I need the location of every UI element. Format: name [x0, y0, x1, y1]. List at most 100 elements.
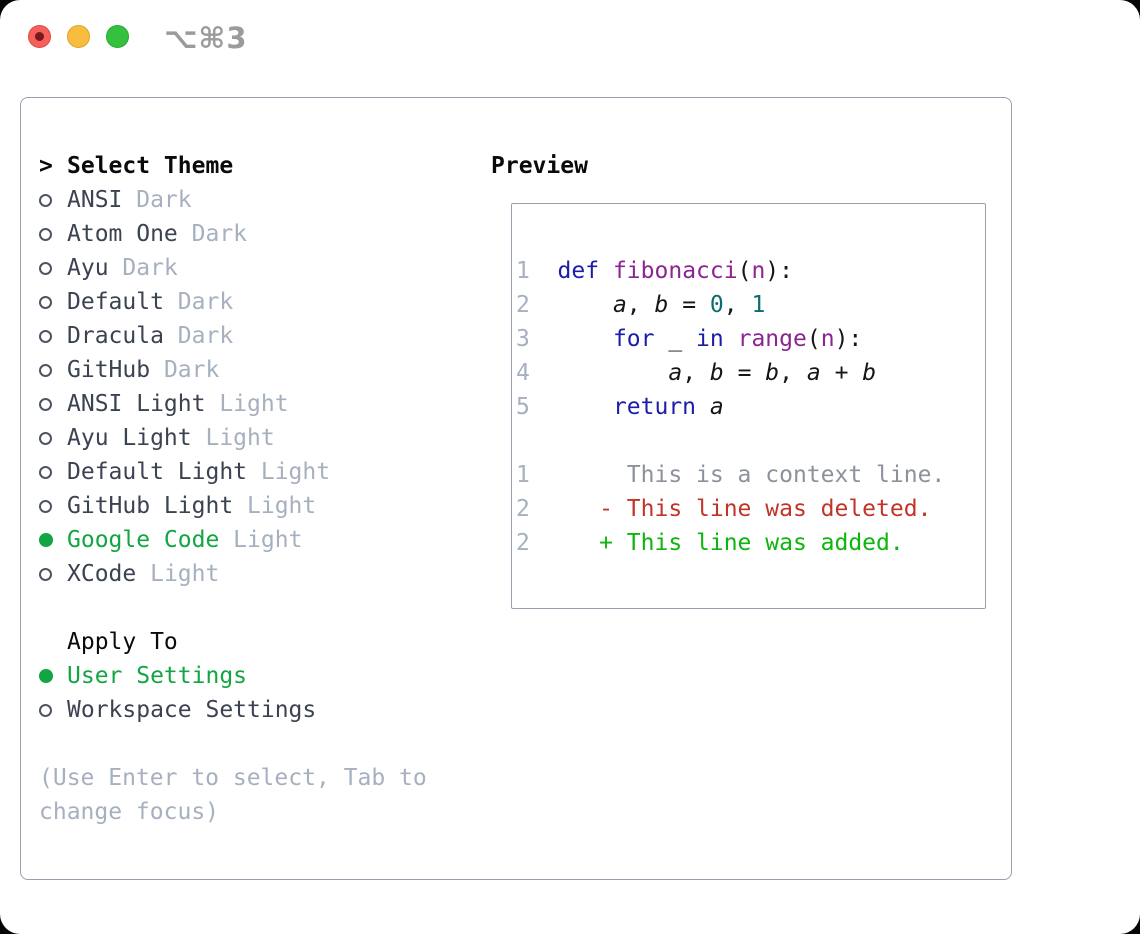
code-segment: fibonacci — [612, 258, 738, 284]
code-segment: ( — [806, 326, 821, 352]
radio-icon — [39, 431, 52, 445]
code-line: 2 a, b = 0, 1 — [516, 288, 985, 322]
option-label: Atom One — [67, 221, 178, 247]
code-segment: _ — [654, 326, 697, 352]
option-variant-label: Dark — [108, 255, 178, 281]
option-label: ANSI Light — [67, 391, 206, 417]
code-line: 1 def fibonacci(n): — [516, 254, 985, 288]
line-number: 2 — [516, 496, 558, 522]
radio-icon — [39, 465, 52, 479]
code-segment: - This line was deleted. — [557, 496, 932, 522]
code-line: 1 This is a context line. — [516, 458, 985, 492]
line-number: 2 — [516, 292, 558, 318]
radio-icon — [39, 261, 52, 275]
code-segment: a — [806, 360, 821, 386]
code-segment: return — [612, 394, 697, 420]
theme-option[interactable]: ANSI Dark — [39, 183, 489, 217]
option-label: Ayu Light — [67, 425, 192, 451]
code-segment: This is a context line. — [557, 462, 946, 488]
code-segment: b — [709, 360, 724, 386]
theme-option[interactable]: GitHub Dark — [39, 353, 489, 387]
code-segment: 1 — [751, 292, 766, 318]
option-variant-label: Light — [219, 527, 303, 553]
option-label: Workspace Settings — [67, 697, 317, 723]
code-segment — [558, 394, 613, 420]
spacer — [39, 727, 489, 761]
line-number: 4 — [516, 360, 558, 386]
code-segment — [558, 326, 613, 352]
radio-icon — [39, 703, 52, 717]
code-segment: in — [696, 326, 724, 352]
radio-icon — [39, 295, 52, 309]
radio-icon — [39, 227, 52, 241]
prompt-icon: > — [39, 153, 53, 179]
code-segment — [724, 326, 738, 352]
code-segment: b — [654, 292, 669, 318]
radio-icon — [39, 363, 52, 377]
code-segment: ( — [737, 258, 752, 284]
theme-option[interactable]: GitHub Light Light — [39, 489, 489, 523]
option-variant-label: Light — [136, 561, 220, 587]
code-segment: , — [682, 360, 710, 386]
code-segment — [599, 258, 613, 284]
apply-to-option[interactable]: Workspace Settings — [39, 693, 489, 727]
option-variant-label: Dark — [150, 357, 220, 383]
option-variant-label: Light — [191, 425, 275, 451]
radio-icon — [39, 329, 52, 343]
theme-option[interactable]: XCode Light — [39, 557, 489, 591]
option-label: Default Light — [67, 459, 248, 485]
select-theme-header: > Select Theme — [39, 149, 489, 183]
code-segment: a — [709, 394, 724, 420]
theme-option[interactable]: Default Dark — [39, 285, 489, 319]
select-theme-title: Select Theme — [67, 153, 234, 179]
code-segment: ): — [765, 258, 793, 284]
code-segment: def — [557, 258, 600, 284]
code-segment: n — [751, 258, 766, 284]
line-number: 3 — [516, 326, 558, 352]
code-line: 2 - This line was deleted. — [516, 492, 985, 526]
code-segment: b — [765, 360, 780, 386]
minimize-button[interactable] — [67, 25, 90, 48]
keyboard-shortcut-label: ⌥⌘3 — [164, 21, 248, 55]
line-number: 1 — [516, 462, 558, 488]
radio-icon — [39, 567, 52, 581]
apply-to-option[interactable]: User Settings — [39, 659, 489, 693]
code-segment: + — [820, 360, 863, 386]
code-segment: , — [779, 360, 807, 386]
code-segment: for — [612, 326, 655, 352]
option-label: ANSI — [67, 187, 123, 213]
option-label: Default — [67, 289, 164, 315]
radio-icon — [39, 397, 52, 411]
apply-to-title: Apply To — [67, 629, 178, 655]
selected-radio-icon — [39, 669, 53, 683]
code-segment — [558, 360, 669, 386]
code-segment: b — [862, 360, 877, 386]
line-number: 1 — [516, 258, 558, 284]
option-label: GitHub — [67, 357, 151, 383]
theme-option[interactable]: Atom One Dark — [39, 217, 489, 251]
apply-to-header: Apply To — [39, 625, 489, 659]
code-segment: , — [723, 292, 752, 318]
option-variant-label: Dark — [163, 323, 234, 349]
theme-option[interactable]: Ayu Dark — [39, 251, 489, 285]
line-number: 5 — [516, 394, 558, 420]
option-label: Dracula — [67, 323, 164, 349]
line-number: 2 — [516, 530, 558, 556]
code-segment: = — [668, 292, 710, 318]
code-segment — [558, 292, 613, 318]
theme-option[interactable]: ANSI Light Light — [39, 387, 489, 421]
theme-option[interactable]: Default Light Light — [39, 455, 489, 489]
close-button[interactable] — [28, 25, 51, 48]
code-segment — [696, 394, 710, 420]
option-variant-label: Light — [233, 493, 317, 519]
preview-title: Preview — [491, 153, 588, 179]
theme-option[interactable]: Google Code Light — [39, 523, 489, 557]
zoom-button[interactable] — [106, 25, 129, 48]
theme-option[interactable]: Ayu Light Light — [39, 421, 489, 455]
theme-option[interactable]: Dracula Dark — [39, 319, 489, 353]
